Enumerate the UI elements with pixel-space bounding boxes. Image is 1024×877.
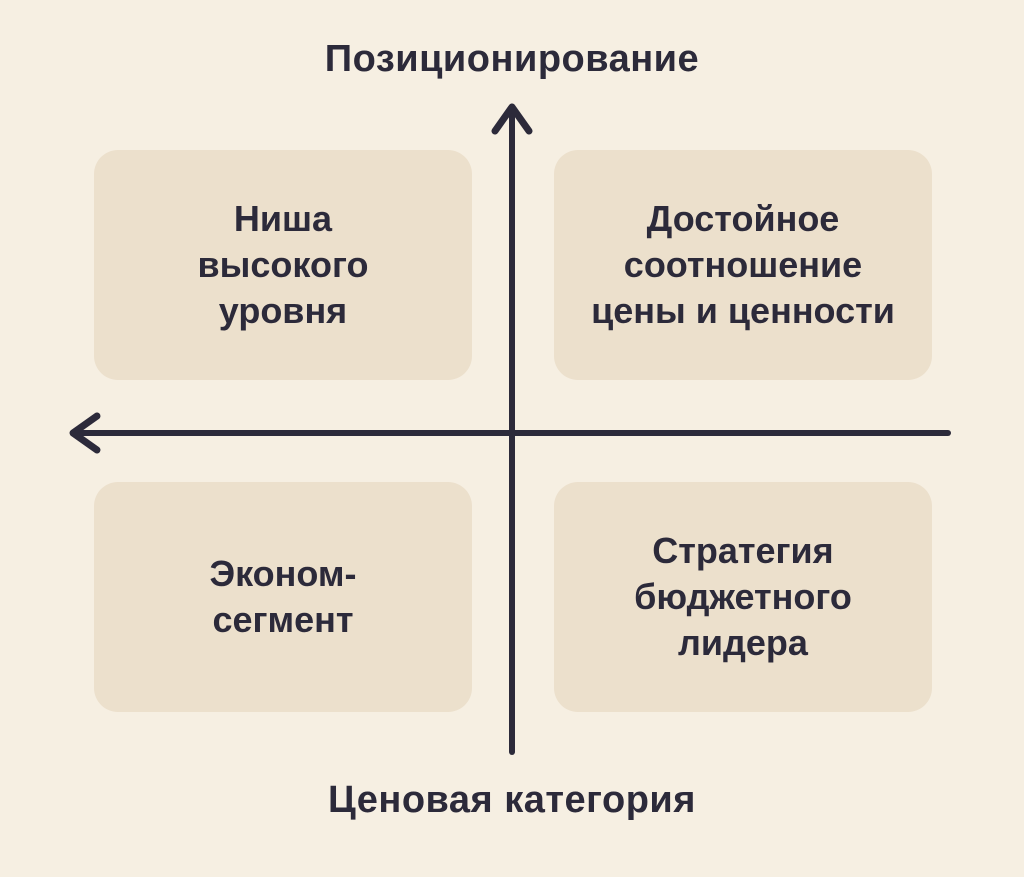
vertical-axis-title: Позиционирование	[324, 38, 700, 80]
quadrant-top-left: Ниша высокого уровня	[94, 150, 472, 380]
horizontal-axis-title: Ценовая категория	[328, 779, 696, 821]
quadrant-bottom-left: Эконом- сегмент	[94, 482, 472, 712]
quadrant-top-right: Достойное соотношение цены и ценности	[554, 150, 932, 380]
quadrant-bottom-right: Стратегия бюджетного лидера	[554, 482, 932, 712]
left-arrow-icon	[69, 412, 101, 454]
up-arrow-icon	[491, 103, 533, 135]
